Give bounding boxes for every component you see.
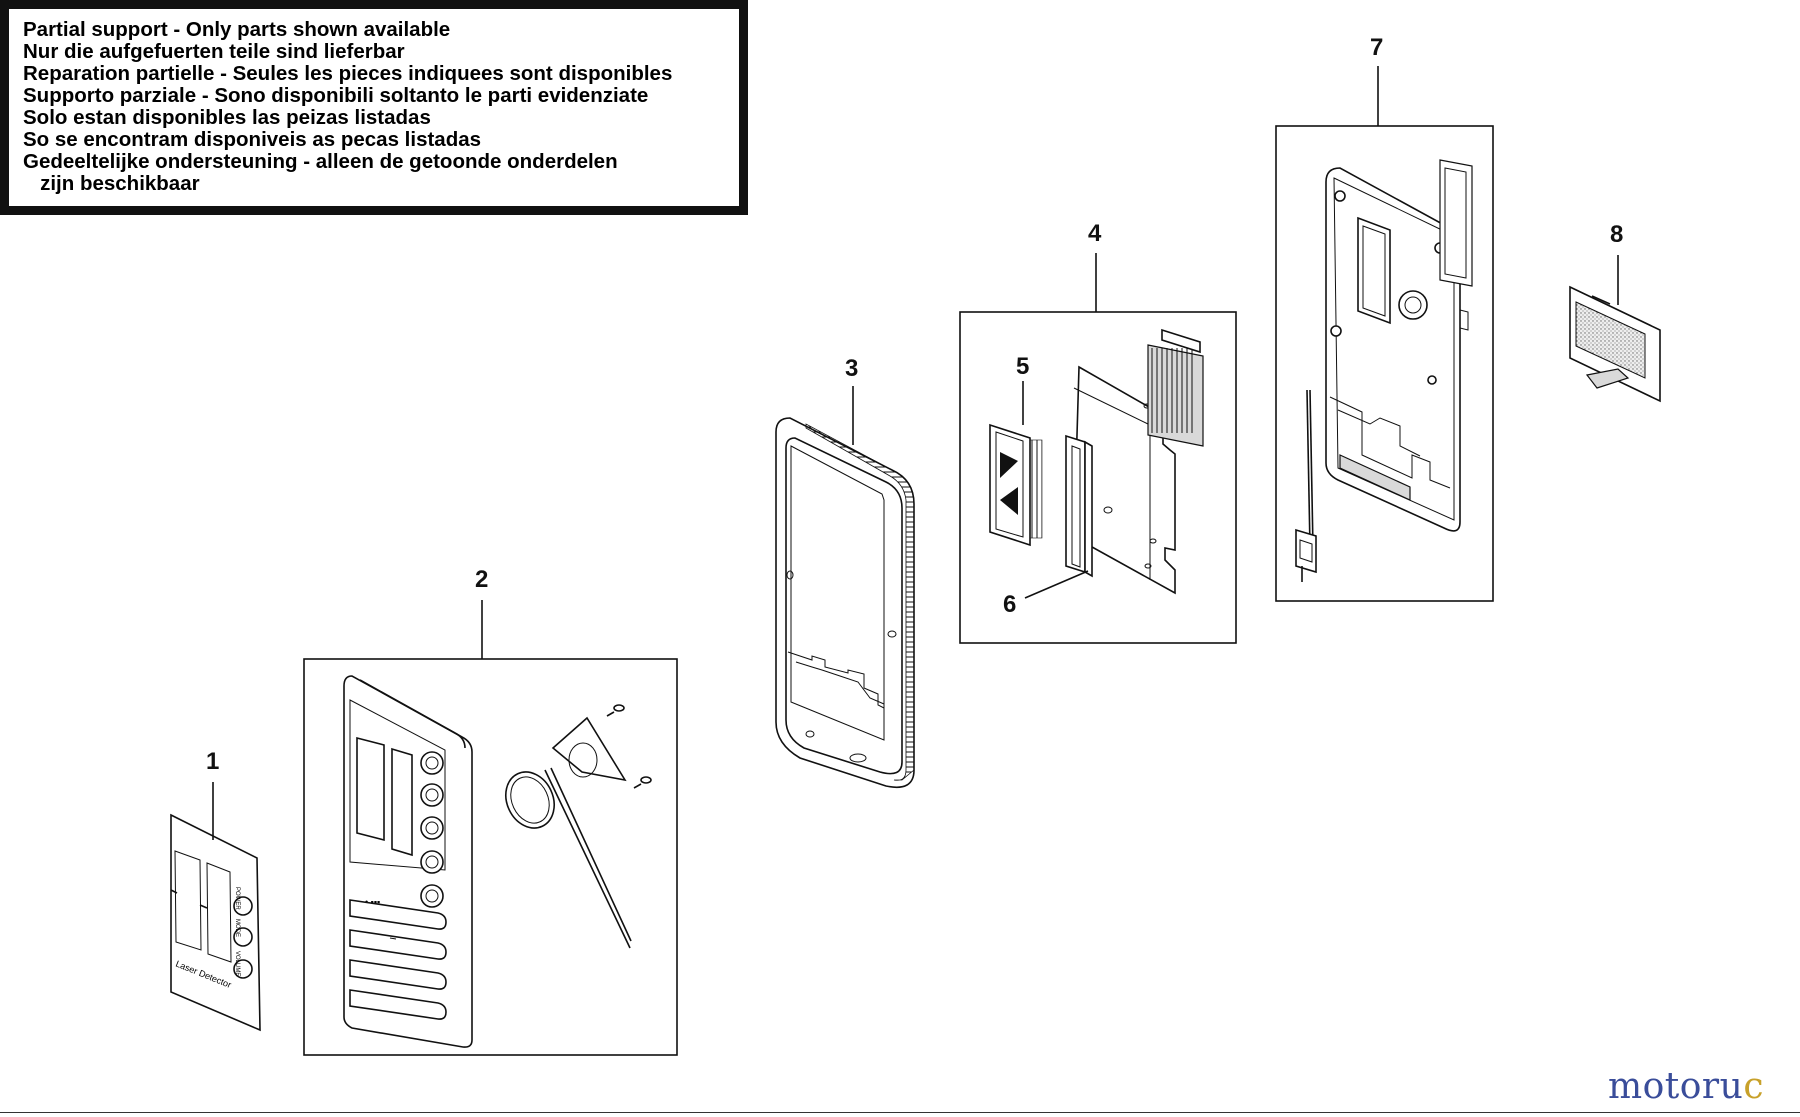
callout-4[interactable]: 4 [1088,220,1102,247]
part-5-window-lens[interactable] [989,423,1043,547]
notice-line-fr: Reparation partielle - Seules les pieces… [23,62,673,85]
callout-2[interactable]: 2 [475,566,488,593]
leader-line-6 [1024,570,1089,599]
callout-8[interactable]: 8 [1610,221,1623,248]
part-2-frame [303,658,678,1056]
notice-line-nl: Gedeeltelijke ondersteuning - alleen de … [23,150,618,173]
label-mode-text: MODE [234,919,240,937]
label-volume-text: VOLUME [234,951,240,976]
screw-upper [606,704,625,717]
part-6-sensor-strip[interactable] [1065,434,1093,578]
screw-lower [633,776,652,789]
part-4-frame [959,311,1237,644]
callout-1[interactable]: 1 [206,748,219,775]
watermark-text-a: motoru [1607,1066,1744,1107]
part-2-front-housing[interactable]: • ▪▪▪ [343,675,473,1048]
part-7-rear-housing[interactable] [1325,159,1473,532]
callout-7[interactable]: 7 [1370,34,1383,61]
callout-5[interactable]: 5 [1016,353,1029,380]
partial-support-notice: Partial support - Only parts shown avail… [0,0,748,215]
part-7-antenna-wire [1295,389,1317,582]
notice-line-es: Solo estan disponibles las peizas listad… [23,106,431,129]
callout-6[interactable]: 6 [1003,591,1016,618]
part-7-frame [1275,125,1494,602]
notice-line-pt: So se encontram disponiveis as pecas lis… [23,128,482,151]
notice-line-it: Supporto parziale - Sono disponibili sol… [23,84,649,107]
bottom-rule [0,1112,1800,1113]
notice-line-en: Partial support - Only parts shown avail… [23,18,451,41]
part-2-lens-assembly[interactable] [497,704,652,949]
part-4-circuit-board[interactable] [1073,328,1204,595]
notice-line-de: Nur die aufgefuerten teile sind lieferba… [23,40,405,63]
part-8-battery-label[interactable] [1569,285,1661,403]
callout-3[interactable]: 3 [845,355,858,382]
part-3-rubber-frame[interactable] [775,417,915,789]
notice-line-nl-cont: zijn beschikbaar [23,172,200,195]
watermark-text-b: c [1743,1066,1764,1107]
notice-inner: Partial support - Only parts shown avail… [9,9,739,206]
motoruf-watermark: motoruc [1608,1066,1764,1107]
part-1-front-label[interactable]: POWER MODE VOLUME Laser Detector [170,813,261,1032]
housing-led-marks: • ▪▪▪ [365,897,380,907]
label-power-text: POWER [234,887,240,910]
